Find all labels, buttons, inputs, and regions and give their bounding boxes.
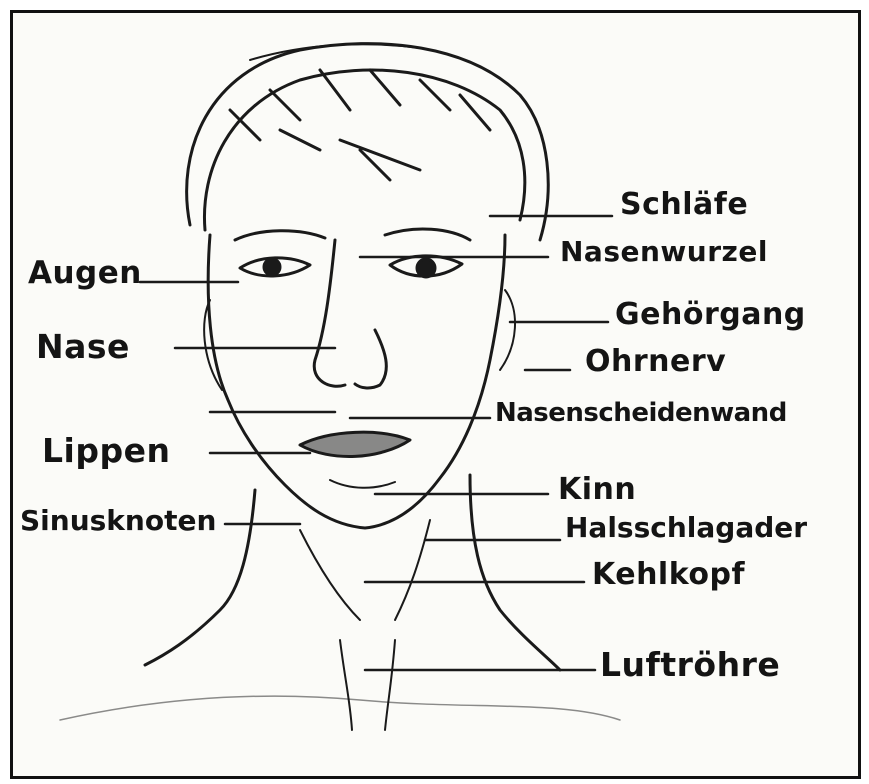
label-ohrnerv: Ohrnerv (585, 347, 726, 377)
label-nasenwurzel: Nasenwurzel (560, 238, 768, 266)
label-nasenscheidewand: Nasenscheidenwand (495, 400, 787, 426)
label-luftroehre: Luftröhre (600, 648, 780, 681)
eyes (235, 229, 470, 277)
label-kehlkopf: Kehlkopf (592, 560, 745, 590)
label-schlaefe: Schläfe (620, 190, 748, 220)
mouth (300, 432, 410, 488)
label-kinn: Kinn (558, 475, 636, 505)
label-lippen: Lippen (42, 434, 170, 467)
hair (187, 44, 549, 240)
label-gehoergang: Gehörgang (615, 300, 806, 330)
nose (314, 240, 386, 388)
label-nase: Nase (36, 330, 130, 363)
label-sinusknoten: Sinusknoten (20, 507, 216, 535)
label-augen: Augen (28, 258, 142, 289)
label-halsschlagader: Halsschlagader (565, 514, 807, 542)
face-outline (204, 235, 515, 528)
